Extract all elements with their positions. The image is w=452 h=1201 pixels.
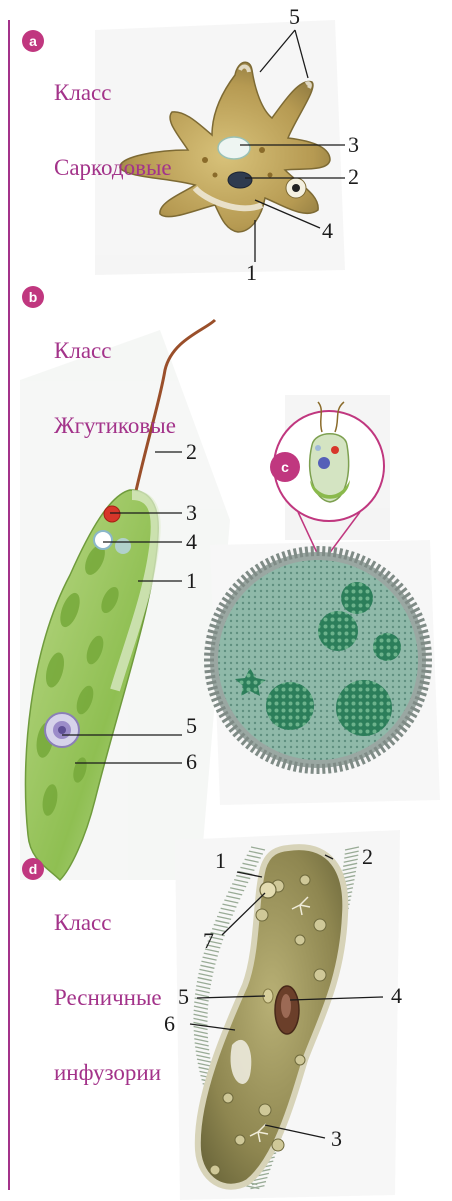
euglena-label-contractile-vacuole: 4 bbox=[186, 531, 197, 553]
euglena-label-chloroplast: 6 bbox=[186, 751, 197, 773]
amoeba-label-cytoplasm: 4 bbox=[322, 220, 333, 242]
class-title-sarcodina: Класс Саркодовые bbox=[54, 30, 172, 230]
volvox-cilium bbox=[422, 654, 432, 655]
class-title-line: инфузории bbox=[54, 1060, 162, 1085]
volvox-cilium bbox=[420, 682, 430, 684]
volvox-cilium bbox=[421, 648, 431, 649]
volvox-cilium bbox=[306, 763, 307, 773]
paramecium-label-cilia: 2 bbox=[362, 846, 373, 868]
amoeba-label-contractile-vacuole: 3 bbox=[348, 134, 359, 156]
volvox-cilium bbox=[205, 676, 215, 678]
volvox-cilium bbox=[205, 642, 215, 644]
volvox-cilium bbox=[329, 547, 330, 557]
volvox-cilium bbox=[300, 763, 302, 773]
class-title-line: Класс bbox=[54, 338, 176, 363]
euglena-label-nucleus: 5 bbox=[186, 715, 197, 737]
volvox-cilium bbox=[206, 682, 216, 684]
volvox-colony-illustration bbox=[204, 546, 432, 774]
euglena-label-membrane: 1 bbox=[186, 570, 197, 592]
volvox-cilium bbox=[323, 764, 324, 774]
volvox-cilium bbox=[421, 642, 431, 644]
volvox-cilium bbox=[340, 762, 342, 772]
class-title-ciliata: Класс Ресничные инфузории bbox=[54, 860, 162, 1135]
volvox-cilium bbox=[204, 654, 214, 655]
class-title-line: Класс bbox=[54, 910, 162, 935]
volvox-cilium bbox=[294, 548, 296, 558]
volvox-cilium bbox=[421, 676, 431, 678]
volvox-cilium bbox=[206, 636, 216, 638]
badge-a: a bbox=[22, 30, 44, 52]
class-title-line: Ресничные bbox=[54, 985, 162, 1010]
class-title-flagellata: Класс Жгутиковые bbox=[54, 288, 176, 488]
volvox-cilium bbox=[312, 546, 313, 556]
class-title-line: Класс bbox=[54, 80, 172, 105]
amoeba-label-membrane: 1 bbox=[246, 262, 257, 284]
volvox-cilium bbox=[334, 547, 336, 557]
volvox-cilium bbox=[300, 547, 302, 557]
badge-b: b bbox=[22, 286, 44, 308]
amoeba-label-nucleus: 2 bbox=[348, 166, 359, 188]
volvox-cilium bbox=[329, 763, 330, 773]
paramecium-label-cell-mouth: 6 bbox=[164, 1013, 175, 1035]
paramecium-label-small-nucleus: 5 bbox=[178, 986, 189, 1008]
paramecium-label-membrane: 1 bbox=[215, 850, 226, 872]
volvox-cilium bbox=[422, 665, 432, 666]
volvox-cilium bbox=[294, 762, 296, 772]
badge-c: c bbox=[270, 452, 300, 482]
euglena-label-flagellum: 2 bbox=[186, 441, 197, 463]
volvox-cilium bbox=[421, 671, 431, 672]
volvox-cilium bbox=[205, 671, 215, 672]
class-title-line: Жгутиковые bbox=[54, 413, 176, 438]
volvox-cilium bbox=[323, 546, 324, 556]
euglena-label-eyespot: 3 bbox=[186, 502, 197, 524]
volvox-cilium bbox=[420, 636, 430, 638]
volvox-cilium bbox=[312, 764, 313, 774]
paramecium-label-digestive-vacuole: 3 bbox=[331, 1128, 342, 1150]
volvox-cilium bbox=[340, 548, 342, 558]
paramecium-label-large-nucleus: 4 bbox=[391, 985, 402, 1007]
volvox-cilium bbox=[204, 665, 214, 666]
amoeba-label-pseudopodia: 5 bbox=[289, 6, 300, 28]
volvox-cilium bbox=[306, 547, 307, 557]
class-title-line: Саркодовые bbox=[54, 155, 172, 180]
paramecium-label-contractile-vacuole: 7 bbox=[203, 930, 214, 952]
badge-d: d bbox=[22, 858, 44, 880]
volvox-cilium bbox=[334, 763, 336, 773]
volvox-cilium bbox=[205, 648, 215, 649]
